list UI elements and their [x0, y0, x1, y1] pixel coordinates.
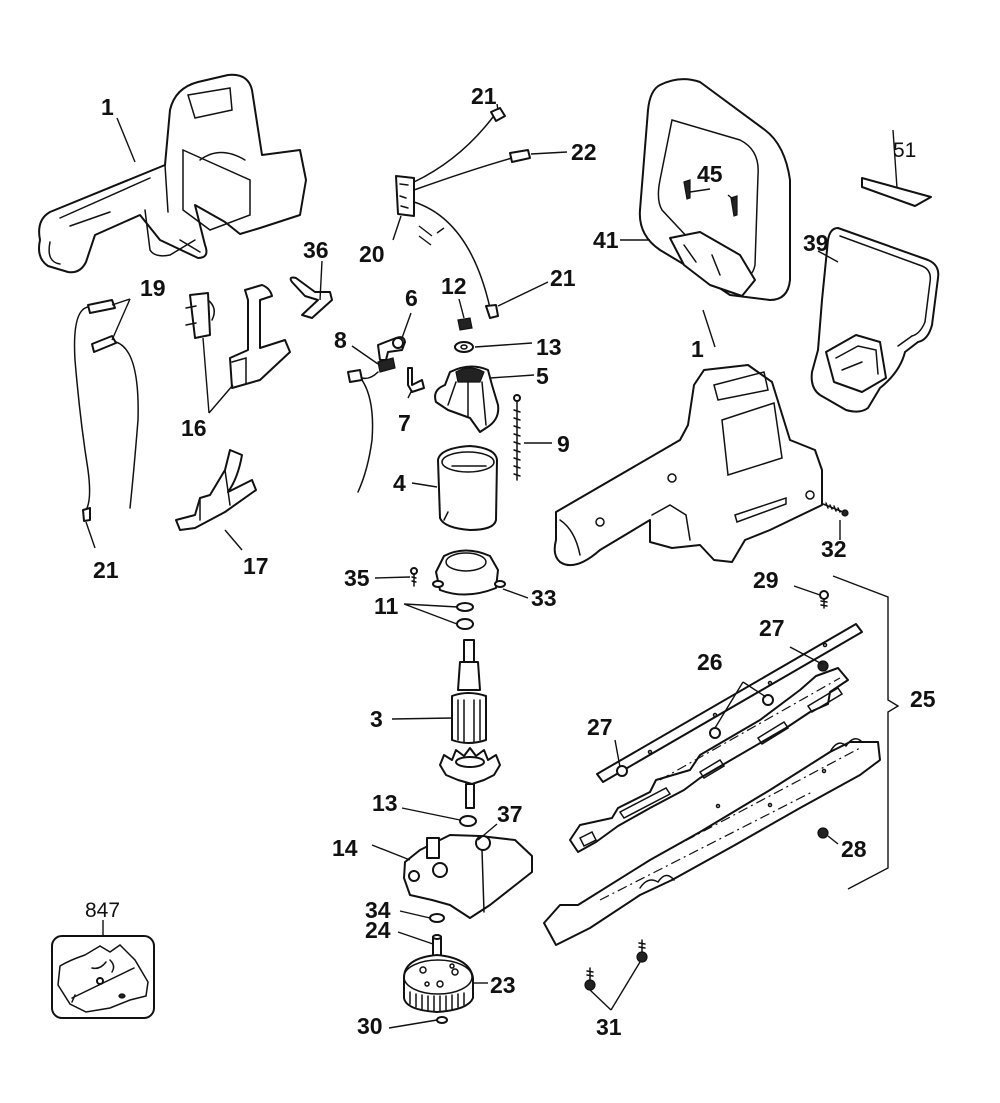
armature: [439, 639, 501, 809]
callout-27a: 27: [759, 615, 785, 641]
callout-5: 5: [536, 363, 549, 389]
callout-9: 9: [557, 431, 570, 457]
callout-33: 33: [531, 585, 557, 611]
brush-spring: [377, 336, 406, 361]
housing-left: [38, 73, 307, 274]
callout-23: 23: [490, 972, 516, 998]
callout-37: 37: [497, 801, 523, 827]
retainer-screw: [410, 567, 418, 587]
callout-1b: 1: [691, 336, 704, 362]
bearing-top: [454, 341, 474, 353]
leader-lines: [85, 103, 898, 1029]
callout-labels: 1 1 3 4 5 6 7 8 9 11 12 13 13 14 16 17 1…: [85, 83, 936, 1040]
callout-3: 3: [370, 706, 383, 732]
callout-28: 28: [841, 836, 867, 862]
callout-22: 22: [571, 139, 597, 165]
callout-14: 14: [332, 835, 358, 861]
callout-13a: 13: [536, 334, 562, 360]
callout-16: 16: [181, 415, 207, 441]
washers: [456, 602, 474, 630]
callout-12: 12: [441, 273, 467, 299]
callout-19: 19: [140, 275, 166, 301]
trigger: [175, 449, 257, 531]
gear-case: [403, 834, 533, 919]
callout-29: 29: [753, 567, 779, 593]
callout-32: 32: [821, 536, 847, 562]
callout-7: 7: [398, 410, 411, 436]
housing-right: [553, 364, 823, 566]
callout-41: 41: [593, 227, 619, 253]
callout-20: 20: [359, 241, 385, 267]
blade-assembly: [543, 575, 900, 991]
callout-26: 26: [697, 649, 723, 675]
callout-21b: 21: [550, 265, 576, 291]
callout-34: 34: [365, 897, 391, 923]
callout-6: 6: [405, 285, 418, 311]
lock-off-lever: [289, 276, 333, 319]
lead-wires: [413, 107, 531, 319]
callout-8: 8: [334, 327, 347, 353]
callout-17: 17: [243, 553, 269, 579]
carbon-brush-and-lead: [347, 357, 396, 493]
callout-24: 24: [365, 917, 391, 943]
callout-36: 36: [303, 237, 329, 263]
handle-screws: [683, 179, 738, 217]
motor-field-housing: [437, 445, 498, 531]
callout-51: 51: [893, 139, 916, 162]
small-spring: [457, 317, 473, 331]
retaining-clip: [436, 1016, 448, 1024]
terminal-leads: [73, 299, 139, 522]
switch-assembly: [185, 284, 291, 389]
callout-45: 45: [697, 161, 723, 187]
brush-holder-end-cap: [434, 365, 500, 433]
callout-4: 4: [393, 470, 406, 496]
hand-guard: [810, 227, 940, 413]
callout-35: 35: [344, 565, 370, 591]
housing-screw: [822, 502, 849, 517]
front-handle: [638, 78, 791, 301]
nameplate-label: [861, 177, 932, 207]
callout-25: 25: [910, 686, 936, 712]
callout-21c: 21: [93, 557, 119, 583]
brush-clip: [407, 367, 425, 393]
callout-1a: 1: [101, 94, 114, 120]
callout-847: 847: [85, 899, 120, 922]
callout-11: 11: [374, 593, 399, 619]
terminal-block: [395, 175, 415, 217]
callout-27b: 27: [587, 714, 613, 740]
long-screw: [513, 394, 521, 481]
hardware-bag: [51, 920, 155, 1019]
bearing-bottom: [459, 815, 477, 827]
callout-31: 31: [596, 1014, 622, 1040]
callout-39: 39: [803, 230, 829, 256]
callout-30: 30: [357, 1013, 383, 1039]
gear: [403, 954, 474, 1013]
callout-21a: 21: [471, 83, 497, 109]
callout-13b: 13: [372, 790, 398, 816]
gear-bearing: [429, 913, 445, 923]
bearing-retainer: [432, 549, 506, 596]
